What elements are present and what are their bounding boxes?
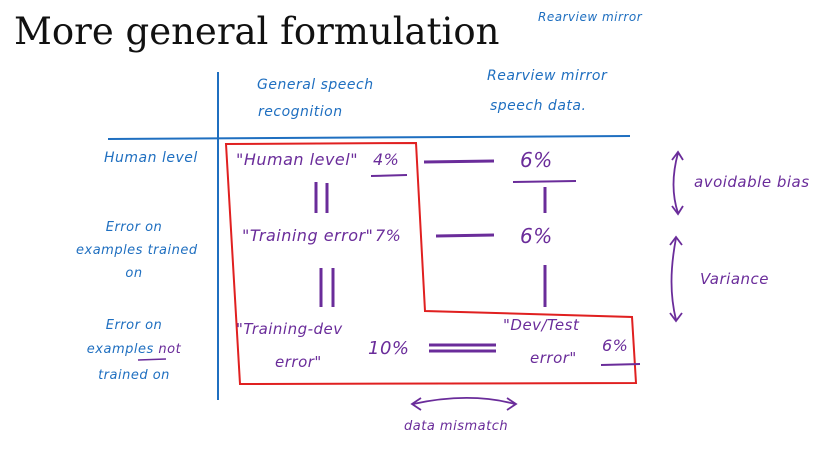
cell-training-rearview: 6% [520,224,553,248]
row-header-not-line2-text: examples [86,342,159,357]
row-header-trained-line3: on [125,266,143,281]
link-human-rearview [423,159,495,164]
underline-human-value [370,174,408,177]
row-header-trained-line1: Error on [105,220,163,235]
row-header-human: Human level [104,150,198,166]
cell-traindev-value: 10% [368,338,410,359]
cell-training-value: 7% [375,226,402,245]
row-header-not-emphasis: not [158,342,182,357]
underline-devtest-value [600,363,641,366]
cell-devtest-line1: "Dev/Test [503,316,580,334]
cell-human-label: "Human level" [236,150,359,169]
column-rearview-line1: Rearview mirror [487,68,608,84]
cell-human-value: 4% [373,150,400,169]
cell-human-rearview: 6% [520,148,553,172]
annotation-data-mismatch: data mismatch [404,419,509,434]
row-header-not-line1: Error on [105,318,163,333]
row-header-not-line2: examples not [76,342,192,357]
cell-devtest-value: 6% [602,336,629,355]
column-general-line2: recognition [258,104,343,120]
slide-title: More general formulation [14,10,500,53]
grid-horizontal-line [107,135,631,140]
underline-not [137,358,167,361]
annotation-variance: Variance [700,270,770,288]
annotation-avoidable-bias: avoidable bias [694,173,810,191]
column-general-line1: General speech [257,77,374,93]
avoidable-bias-arrow [671,150,684,216]
data-mismatch-arrow [410,397,518,411]
row-header-not-line3: trained on [98,368,170,383]
link-training-rearview [435,233,495,238]
column-rearview-line2: speech data. [490,98,587,114]
cell-training-label: "Training error" [242,226,374,245]
cell-devtest-line2: error" [530,349,577,367]
cell-traindev-line2: error" [275,353,322,371]
cell-traindev-line1: "Training-dev [236,320,343,338]
red-box-outline [224,141,638,386]
row-header-trained-line2: examples trained [76,243,198,258]
underline-human-rearview [512,180,577,183]
corner-note: Rearview mirror [538,10,643,24]
variance-arrow [669,235,683,323]
